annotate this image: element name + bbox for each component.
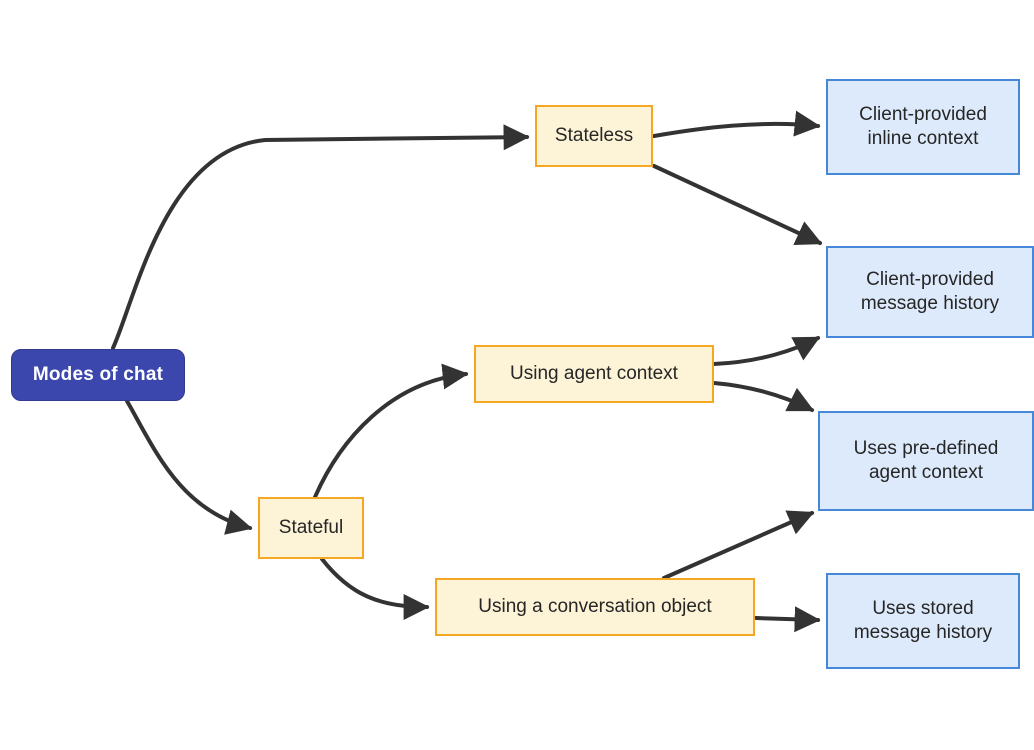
node-stateful[interactable]: Stateful [258,497,364,559]
node-stateless-label: Stateless [554,125,634,147]
edge-conversation-object-to-predefined [662,510,815,580]
node-predefined[interactable]: Uses pre-defined agent context [818,411,1034,511]
node-root-label: Modes of chat [32,364,164,386]
node-inline[interactable]: Client-provided inline context [826,79,1020,175]
edge-stateless-to-inline-context [652,110,821,138]
edge-stateful-to-conversation-object [320,557,430,620]
node-stored[interactable]: Uses stored message history [826,573,1020,669]
edge-conversation-object-to-stored-history [754,606,821,633]
edge-root-to-stateful [125,399,253,535]
edge-stateful-to-agent-context [313,363,469,499]
edge-agent-context-to-message-history [712,336,821,366]
node-stateless[interactable]: Stateless [535,105,653,167]
node-inline-label: Client-provided inline context [859,104,987,149]
node-agentctx[interactable]: Using agent context [474,345,714,403]
node-convobj-label: Using a conversation object [478,596,712,618]
node-convobj[interactable]: Using a conversation object [435,578,755,636]
node-stored-label: Uses stored message history [853,598,993,643]
node-msghist[interactable]: Client-provided message history [826,246,1034,338]
node-predefined-label: Uses pre-defined agent context [853,438,999,483]
edge-root-to-stateless [111,124,530,350]
edge-stateless-to-message-history [652,164,823,245]
node-agentctx-label: Using agent context [510,363,678,385]
edge-agent-context-to-predefined [712,381,815,412]
node-stateful-label: Stateful [278,517,344,539]
node-msghist-label: Client-provided message history [860,269,1000,314]
node-root[interactable]: Modes of chat [11,349,185,401]
